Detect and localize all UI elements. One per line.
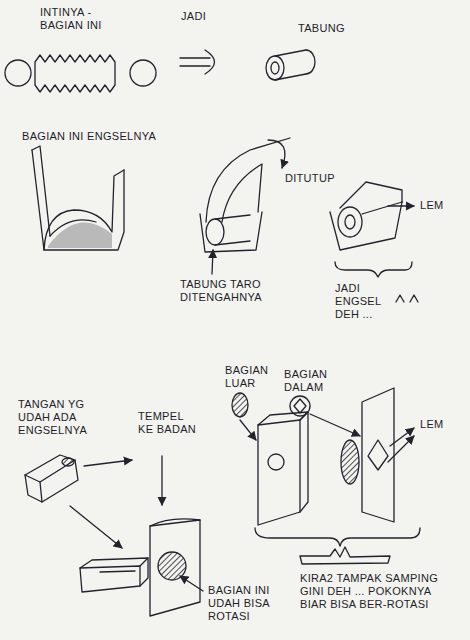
core-part: [130, 60, 156, 86]
hinge-closed: [388, 205, 414, 206]
smiley: [396, 295, 404, 302]
handwritten-label: BAGIAN INI ENGSELNYA: [22, 130, 197, 143]
hinge-part-open: [32, 146, 50, 236]
hinge-with-tube: [268, 140, 285, 168]
hinge-part-open: [32, 146, 124, 250]
hinge-closed: [362, 202, 402, 214]
arm-attached-to-body: [180, 576, 203, 591]
handwritten-label: BAGIAN LUAR: [225, 364, 273, 390]
side-view: [388, 436, 414, 462]
handwritten-label: BAGIAN INI UDAH BISA ROTASI: [208, 584, 296, 623]
arm-with-hinge: [62, 458, 74, 466]
hinge-closed: [330, 202, 402, 250]
body-parts: [294, 399, 306, 413]
side-view: [362, 388, 394, 522]
becomes-arrow: [180, 57, 210, 58]
handwritten-label: DITUTUP: [285, 172, 345, 185]
hinge-closed: [345, 215, 355, 229]
hinge-with-tube: [200, 212, 262, 252]
handwritten-label: LEM: [420, 199, 456, 212]
hinge-with-tube: [206, 219, 224, 245]
side-view: [341, 440, 359, 484]
hinge-with-tube: [206, 138, 290, 222]
arm-attached-to-body: [100, 571, 135, 572]
body-parts: [232, 393, 360, 525]
arm-attached-to-body: [150, 520, 200, 616]
arm-with-hinge: [42, 460, 78, 502]
hinge-closed: [340, 182, 402, 208]
tube-drawing: [266, 56, 284, 80]
tube-drawing: [275, 50, 306, 56]
tube-drawing: [275, 74, 306, 80]
arm-attached-to-body: [80, 519, 203, 616]
hinge-closed: [330, 182, 414, 277]
body-parts: [300, 412, 308, 512]
smiley: [410, 295, 418, 302]
arm-attached-to-body: [140, 558, 148, 586]
side-view: [255, 528, 420, 546]
arm-attached-to-body: [158, 552, 186, 580]
arm-with-hinge: [25, 455, 162, 548]
arm-with-hinge: [70, 506, 122, 548]
hinge-part-open: [48, 222, 112, 248]
hinge-closed: [338, 207, 362, 237]
becomes-arrow: [180, 65, 210, 66]
handwritten-label: JADI ENGSEL DEH ...: [335, 282, 405, 321]
body-parts: [258, 420, 300, 525]
hinge-closed: [335, 262, 412, 277]
handwritten-label: TEMPEL KE BADAN: [138, 410, 200, 436]
handwritten-label: KIRA2 TAMPAK SAMPING GINI DEH ... POKOKN…: [300, 572, 440, 611]
hinge-with-tube: [200, 138, 290, 274]
body-parts: [232, 393, 248, 417]
hinge-with-tube: [215, 215, 250, 219]
core-part: [35, 55, 115, 92]
body-parts: [268, 454, 284, 470]
handwritten-label: TANGAN YG UDAH ADA ENGSELNYA: [18, 398, 110, 437]
body-parts: [310, 414, 360, 436]
hinge-with-tube: [212, 250, 213, 274]
core-part: [5, 60, 31, 86]
tube-drawing: [266, 50, 315, 80]
arm-with-hinge: [25, 475, 42, 502]
handwritten-label: JADI: [181, 10, 221, 23]
side-view: [300, 547, 390, 564]
arm-attached-to-body: [80, 566, 140, 592]
tube-drawing: [306, 50, 315, 74]
side-view: [255, 388, 420, 564]
side-view: [390, 428, 414, 446]
arm-attached-to-body: [80, 558, 148, 568]
arm-with-hinge: [25, 455, 75, 482]
hinge-with-tube: [215, 241, 250, 245]
handwritten-label: BAGIAN DALAM: [284, 368, 336, 394]
becomes-arrow: [205, 50, 215, 74]
handwritten-label: INTINYA - BAGIAN INI: [40, 6, 120, 32]
body-parts: [240, 420, 256, 440]
handwritten-label: TABUNG: [298, 22, 358, 35]
body-parts: [258, 412, 308, 425]
side-view: [368, 440, 388, 470]
hinge-with-tube: [222, 164, 262, 222]
hinge-part-open: [50, 220, 96, 236]
core-part: [5, 55, 156, 92]
handwritten-label: LEM: [420, 418, 456, 431]
arm-with-hinge: [84, 460, 132, 466]
smiley: [396, 295, 418, 302]
becomes-arrow: [180, 50, 215, 74]
arm-with-hinge: [161, 456, 162, 505]
hinge-part-open: [44, 170, 124, 250]
arm-attached-to-body: [150, 519, 200, 526]
tube-drawing: [271, 62, 279, 74]
handwritten-label: TABUNG TARO DITENGAHNYA: [180, 278, 290, 304]
